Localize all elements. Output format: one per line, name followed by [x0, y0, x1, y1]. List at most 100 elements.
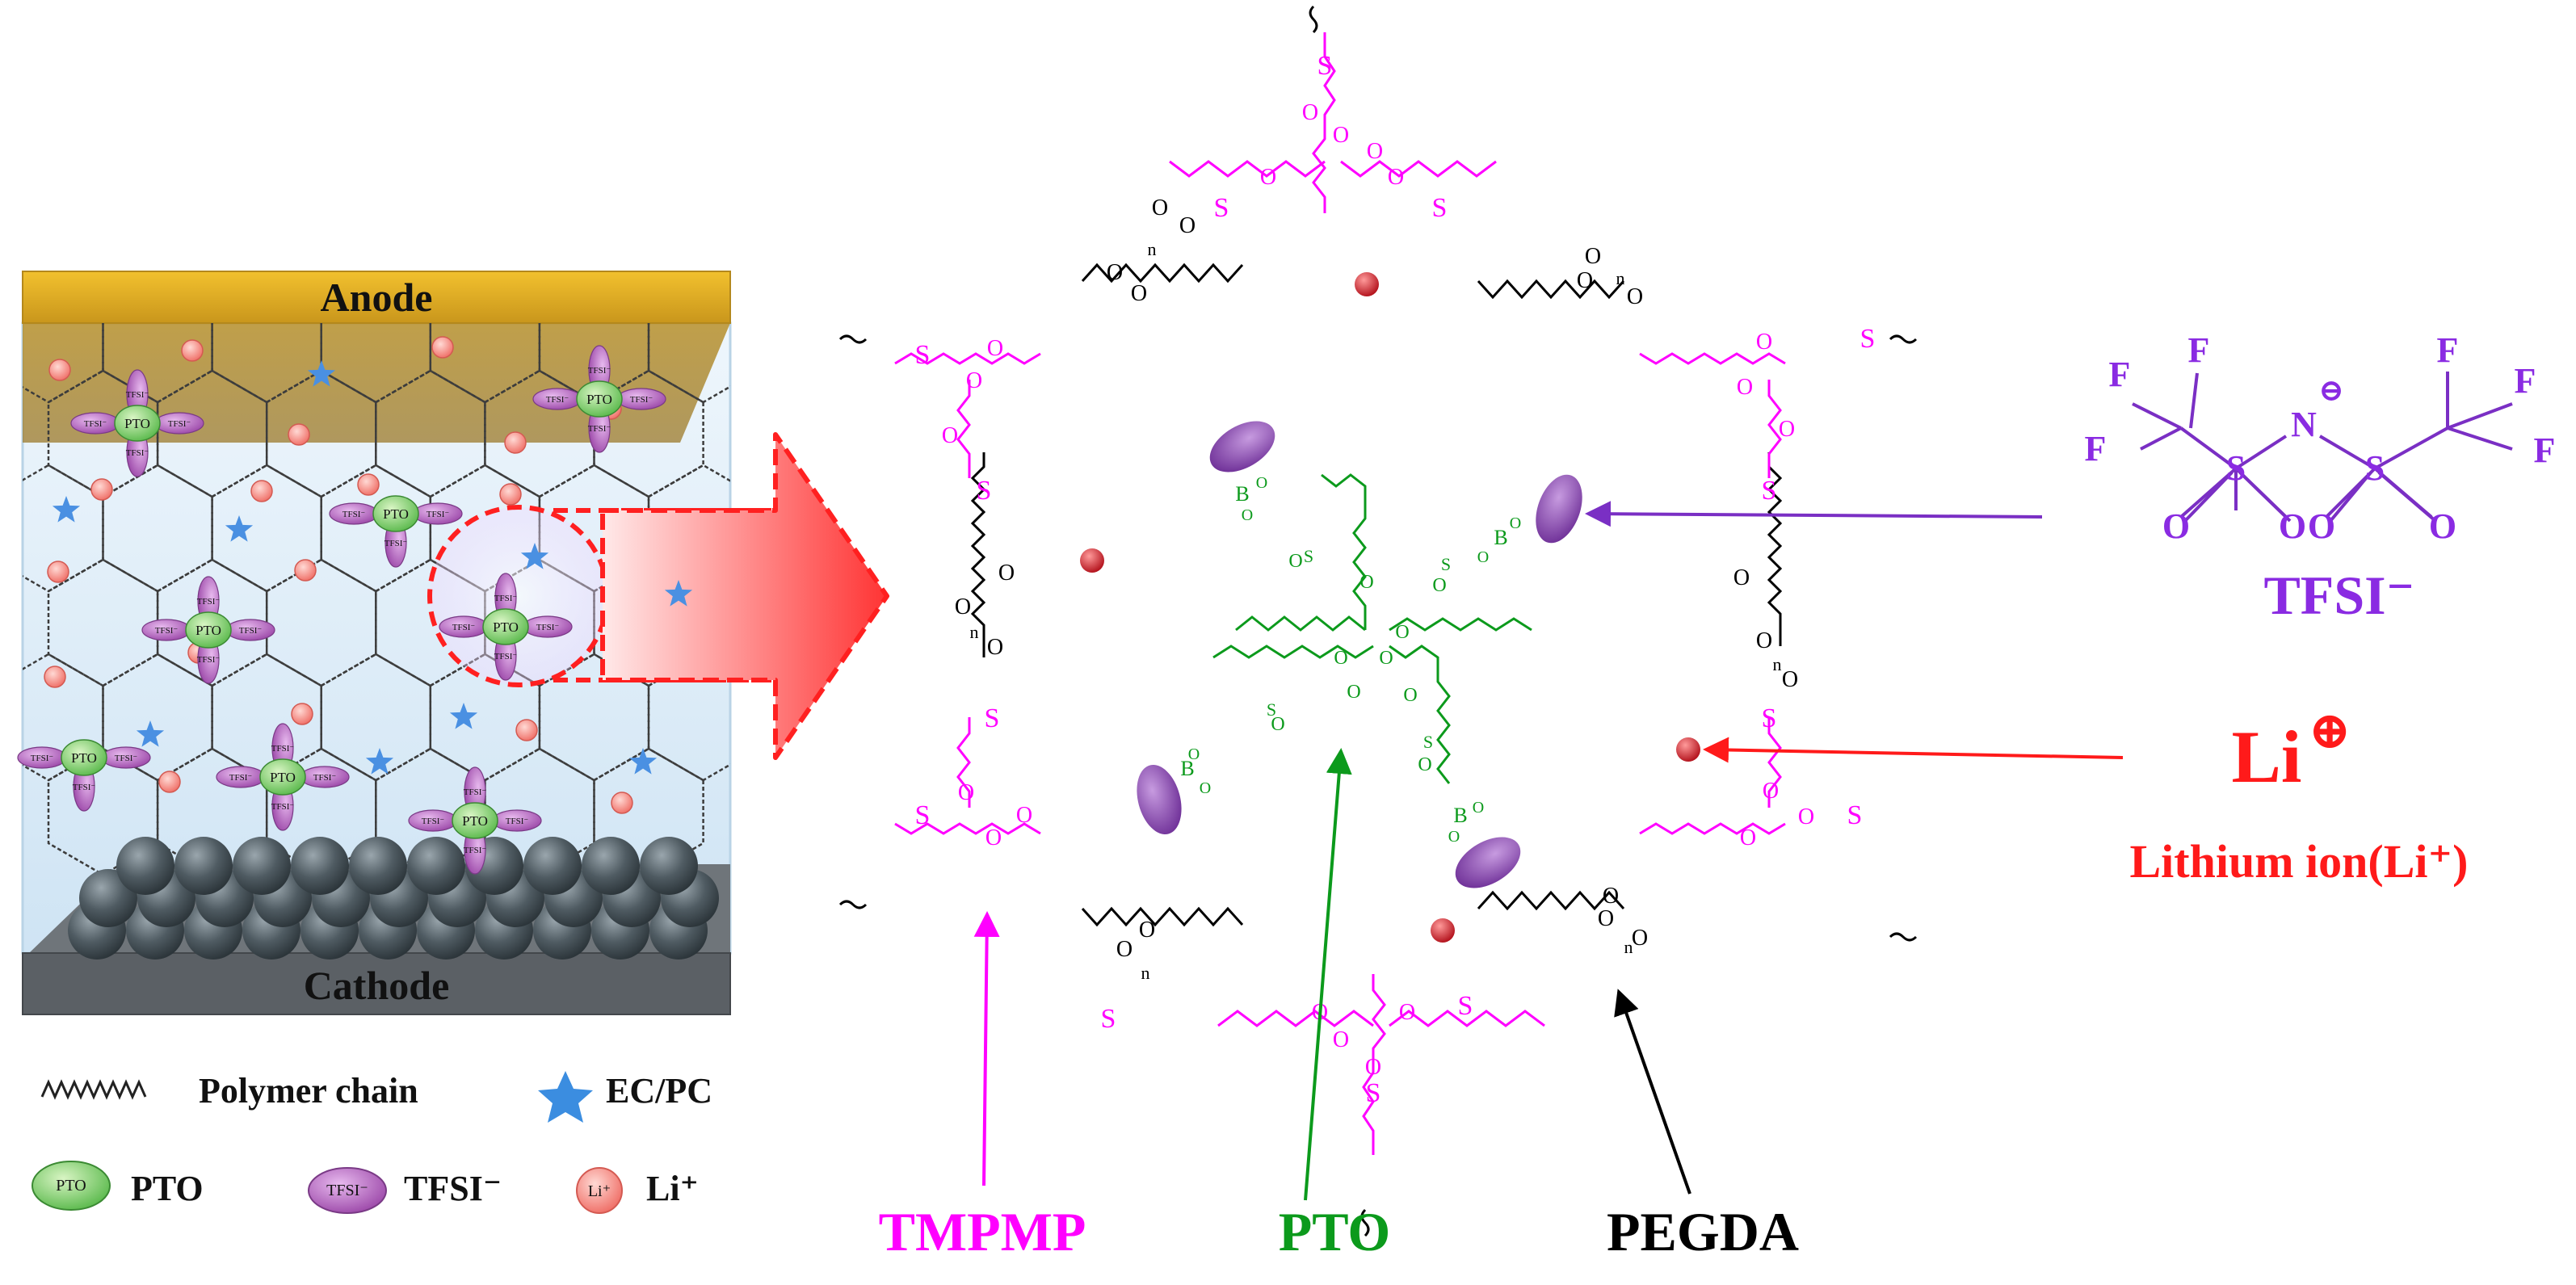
network-cell	[102, 323, 213, 404]
tfsi-atom: O	[2279, 506, 2306, 546]
pto-pointer-arrow	[1304, 748, 1352, 1201]
cathode-particle	[233, 837, 291, 895]
pto-node-label: PTO	[586, 392, 612, 407]
atom-label: O	[1763, 779, 1779, 804]
star-icon	[538, 1071, 593, 1123]
network-cell	[265, 369, 377, 498]
atom-label: O	[1016, 803, 1032, 828]
atom-label: O	[1756, 628, 1772, 653]
pto-tfsi-cluster: TFSI⁻TFSI⁻TFSI⁻TFSI⁻PTO	[70, 369, 204, 477]
network-cell	[375, 369, 486, 498]
tfsi-anion-label: TFSI⁻	[546, 395, 569, 405]
atom-label: O	[942, 423, 958, 448]
legend-polymer-chain: Polymer chain	[199, 1071, 418, 1111]
li-ion	[499, 483, 522, 506]
pegda-label: PEGDA	[1607, 1201, 1799, 1262]
tfsi-anion-label: TFSI⁻	[630, 395, 653, 405]
pto-core	[1212, 473, 1532, 784]
atom-label: n	[1624, 937, 1633, 957]
tfsi-atom: O	[2308, 506, 2335, 546]
tfsi-anion-label: TFSI⁻	[313, 773, 337, 783]
li-ion	[611, 792, 633, 814]
tfsi-legend-icon-text: TFSI⁻	[326, 1182, 368, 1199]
network-cell	[320, 653, 432, 782]
ec-pc-star	[52, 496, 81, 523]
tfsi-anion-label: TFSI⁻	[464, 787, 487, 797]
atom-label: O	[1779, 417, 1795, 442]
atom-label: S	[1101, 1004, 1116, 1034]
atom-label: O	[987, 336, 1003, 361]
atom-label: S	[1214, 193, 1229, 223]
atom-label: S	[1423, 732, 1433, 752]
atom-label: O	[1585, 244, 1601, 269]
tfsi-atom: F	[2085, 429, 2107, 468]
pto-tfsi-cluster: TFSI⁻TFSI⁻TFSI⁻PTO	[17, 739, 151, 812]
tfsi-anion-label: TFSI⁻	[494, 652, 518, 661]
cathode-particle	[174, 837, 233, 895]
atom-label: S	[1304, 546, 1313, 566]
pegda-chains	[970, 262, 1783, 927]
network-cell	[538, 653, 650, 782]
tfsi-atom: O	[2429, 506, 2456, 546]
atom-label: O	[1403, 685, 1417, 706]
li-ion	[47, 561, 69, 583]
tfsi-atom: F	[2437, 330, 2459, 370]
pegda-pointer-arrow	[1614, 989, 1691, 1195]
atom-label: S	[1458, 991, 1473, 1021]
pto-node-label: PTO	[270, 770, 296, 785]
tfsi-anion-label: TFSI⁻	[536, 623, 560, 632]
atom-label: O	[1399, 1000, 1415, 1025]
ec-pc-star	[664, 580, 693, 607]
atom-label: O	[1473, 799, 1484, 817]
pto-node	[452, 802, 498, 839]
tfsi-anion-label: TFSI⁻	[168, 419, 191, 429]
network-cell	[429, 653, 541, 782]
pto-node-label: PTO	[71, 750, 97, 766]
atom-label: O	[1367, 139, 1383, 164]
ec-pc-star	[520, 543, 549, 569]
atom-label: O	[1395, 622, 1409, 643]
cathode-particle	[640, 837, 698, 895]
atom-label: O	[1365, 1055, 1381, 1080]
pto-node	[185, 611, 232, 649]
atom-label: O	[1632, 926, 1648, 951]
atom-label: n	[1141, 963, 1150, 983]
li-legend-icon-text: Li⁺	[588, 1182, 611, 1200]
li-legend-icon	[576, 1167, 623, 1214]
atom-label: O	[1737, 375, 1753, 400]
network-cell	[647, 653, 730, 782]
atom-label: O	[1333, 1027, 1349, 1052]
atom-label: O	[1432, 575, 1446, 596]
atom-label: O	[985, 825, 1002, 850]
tmpmp-label: TMPMP	[879, 1201, 1086, 1262]
atom-label: B	[1235, 482, 1249, 506]
li-ion	[181, 339, 204, 362]
tfsi-anion-label: TFSI⁻	[464, 846, 487, 855]
pto-node	[114, 405, 161, 442]
atom-label: O	[1334, 648, 1347, 669]
legend-ec-pc: EC/PC	[606, 1071, 712, 1111]
atom-label: S	[1441, 554, 1451, 574]
li-charge-icon: ⊕	[2308, 702, 2351, 759]
tfsi-anion-label: TFSI⁻	[588, 366, 611, 376]
pto-node	[576, 380, 623, 418]
atom-label: S	[915, 340, 931, 370]
atom-label: O	[1388, 165, 1404, 190]
atom-label: B	[1494, 526, 1507, 549]
atom-label: O	[1179, 213, 1196, 238]
chain-terminals	[838, 5, 1918, 1237]
li-ion	[44, 666, 66, 688]
tfsi-atom: F	[2109, 355, 2131, 394]
network-cell	[647, 323, 730, 404]
atom-label: n	[970, 622, 979, 642]
li-symbol: Li	[2232, 716, 2302, 798]
atom-label: S	[1432, 193, 1448, 223]
network-cell	[320, 464, 432, 593]
pto-node-label: PTO	[383, 506, 409, 522]
atom-label: n	[1773, 654, 1782, 674]
ec-pc-star	[225, 515, 254, 542]
cathode-particle	[349, 837, 407, 895]
network-cell	[429, 323, 541, 404]
cathode-particle	[407, 837, 465, 895]
li-ion	[288, 423, 310, 446]
